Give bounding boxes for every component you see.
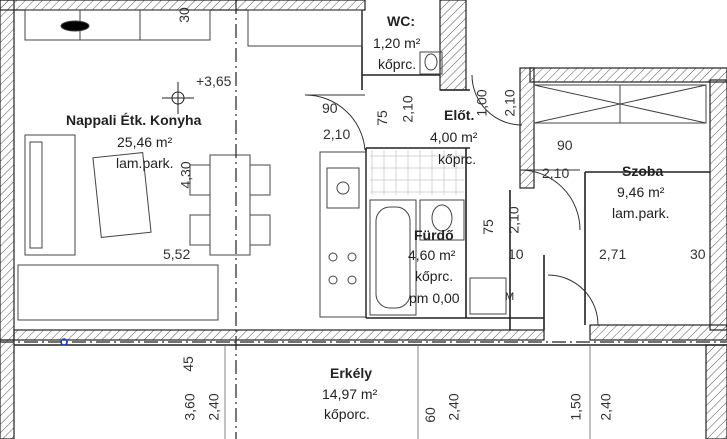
wc-area: 1,20 m² — [373, 35, 421, 51]
balcony-name: Erkély — [330, 365, 373, 381]
dim-level-365: +3,65 — [196, 73, 232, 89]
room-floor: lam.park. — [612, 205, 670, 221]
wardrobe — [533, 84, 707, 124]
room-name: Szoba — [622, 163, 664, 179]
dim-75-b: 75 — [479, 219, 496, 235]
bathtub — [369, 199, 507, 316]
dim-271: 2,71 — [599, 246, 627, 262]
balcony-lines — [224, 345, 591, 439]
dim-210-d: 2,10 — [542, 165, 570, 181]
hall-tiles — [370, 150, 464, 195]
dim-45: 45 — [179, 356, 196, 372]
bath-floor: kőprc. — [415, 268, 454, 284]
bath-level: pm 0,00 — [409, 290, 460, 306]
kitchen-column — [319, 151, 367, 318]
dim-150: 1,50 — [567, 393, 584, 421]
dim-552: 5,52 — [163, 246, 191, 262]
appliance-mark: M — [505, 291, 515, 303]
level-marker — [162, 82, 194, 114]
dim-90-b: 90 — [557, 137, 573, 153]
dim-210-c: 2,10 — [501, 89, 518, 117]
hall-area: 4,00 m² — [430, 129, 478, 145]
balcony-floor: kőporc. — [324, 406, 370, 422]
living-area: 25,46 m² — [117, 134, 173, 150]
hall-floor: kőprc. — [438, 151, 477, 167]
dim-240-a: 2,40 — [205, 393, 222, 421]
dim-430: 4,30 — [177, 161, 194, 189]
dim-240-b: 2,40 — [445, 393, 462, 421]
dim-75-a: 75 — [373, 110, 390, 126]
dim-90-a: 90 — [322, 100, 338, 116]
wc-name: WC: — [387, 13, 415, 29]
dim-30-right: 30 — [690, 246, 706, 262]
living-furniture — [17, 134, 271, 321]
dim-30-top: 30 — [175, 7, 192, 23]
kitchen-counter — [24, 9, 363, 47]
balcony-area: 14,97 m² — [322, 386, 378, 402]
blue-marker — [60, 338, 68, 346]
wc-fixtures — [419, 51, 443, 75]
dim-360: 3,60 — [181, 393, 198, 421]
living-floor: lam.park. — [116, 155, 174, 171]
dim-60: 60 — [421, 407, 438, 423]
dim-210-b: 2,10 — [399, 95, 416, 123]
room-area: 9,46 m² — [617, 184, 665, 200]
bath-area: 4,60 m² — [408, 247, 456, 263]
hall-name: Előt. — [444, 107, 475, 123]
dim-210-e: 2,10 — [505, 206, 522, 234]
dim-100: 1,00 — [473, 89, 490, 117]
bath-name: Fürdő — [414, 227, 454, 243]
living-name: Nappali Étk. Konyha — [66, 112, 202, 128]
dim-210-a: 2,10 — [323, 126, 351, 142]
wc-floor: kőprc. — [378, 56, 417, 72]
inner-walls — [14, 10, 727, 346]
dim-10: 10 — [508, 246, 524, 262]
doors — [304, 74, 599, 326]
dim-240-c: 2,40 — [597, 393, 614, 421]
